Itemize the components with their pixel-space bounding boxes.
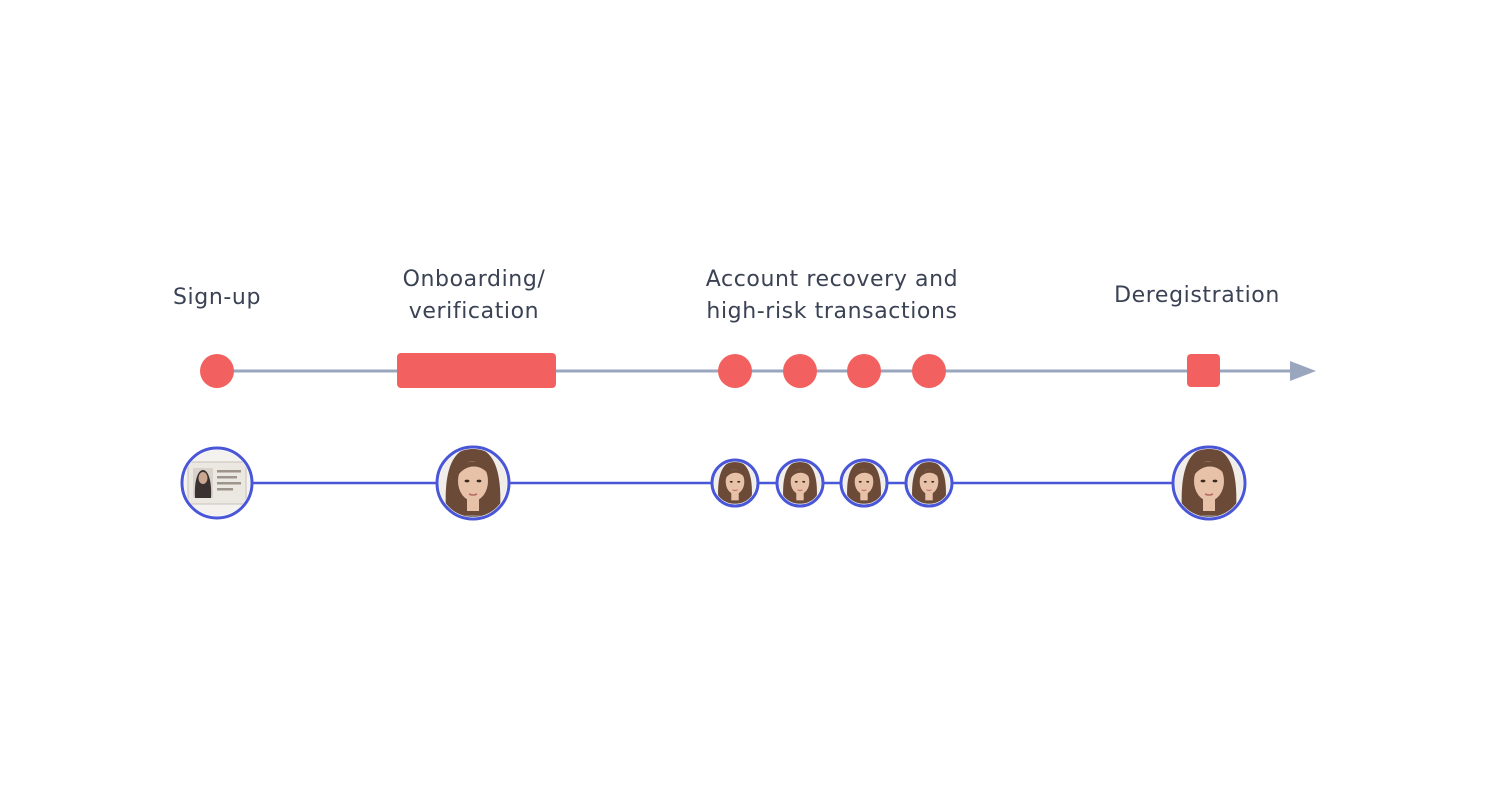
face-portrait-icon [839,458,889,508]
face-portrait-icon [1171,445,1247,521]
face-portrait-icon [904,458,954,508]
event-marker-recovery-2 [783,354,817,388]
stage-label-signup: Sign-up [172,285,262,310]
event-marker-signup [200,354,234,388]
stage-label-deregistration: Deregistration [1114,283,1280,308]
event-marker-recovery-4 [912,354,946,388]
stage-label-recovery: Account recovery and high-risk transacti… [705,267,959,324]
event-marker-deregistration [1187,354,1220,387]
face-portrait-icon [775,458,825,508]
id-card-photo-icon [180,446,254,520]
event-marker-recovery-3 [847,354,881,388]
timeline-arrowhead [1290,361,1316,381]
face-portrait-icon [710,458,760,508]
event-marker-recovery-1 [718,354,752,388]
face-portrait-icon [435,445,511,521]
event-marker-onboarding [397,353,556,388]
stage-label-onboarding: Onboarding/ verification [402,267,546,324]
